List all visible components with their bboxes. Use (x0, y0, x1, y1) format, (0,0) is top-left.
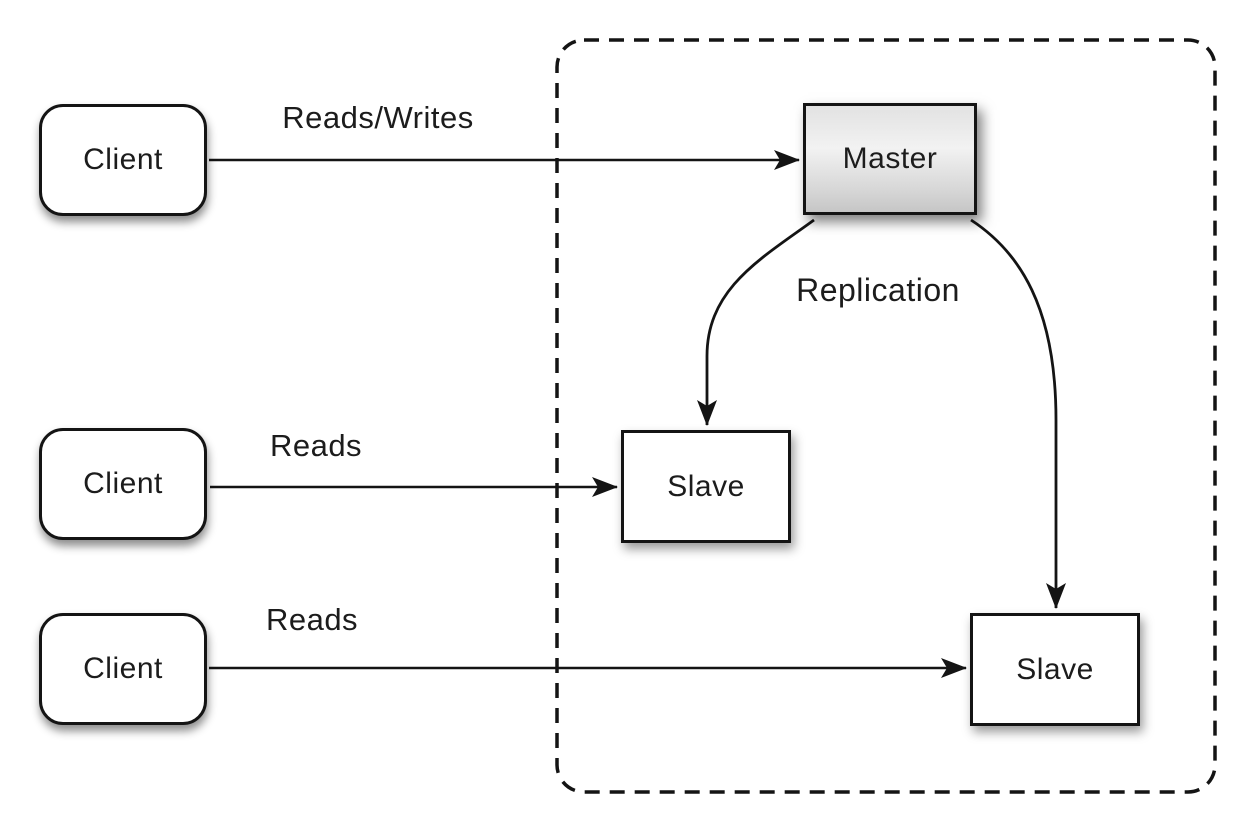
node-client-1-label: Client (83, 143, 163, 176)
node-client-1: Client (39, 104, 207, 216)
reads-label-middle: Reads (269, 428, 363, 463)
node-slave-2-label: Slave (1016, 652, 1094, 686)
replication-label: Replication (796, 272, 960, 308)
node-master: Master (803, 103, 977, 215)
node-slave-1: Slave (621, 430, 791, 543)
node-client-2: Client (39, 428, 207, 540)
node-slave-1-label: Slave (667, 469, 745, 503)
node-client-3: Client (39, 613, 207, 725)
replication-group-boundary (555, 38, 1217, 794)
node-slave-2: Slave (970, 613, 1140, 726)
replication-arrow-right (970, 218, 1066, 609)
reads-label-bottom: Reads (265, 602, 359, 637)
reads-writes-label: Reads/Writes (282, 100, 474, 135)
replication-arrow-left (697, 218, 815, 426)
node-master-label: Master (842, 142, 938, 175)
node-client-3-label: Client (83, 652, 163, 685)
node-client-2-label: Client (83, 467, 163, 500)
